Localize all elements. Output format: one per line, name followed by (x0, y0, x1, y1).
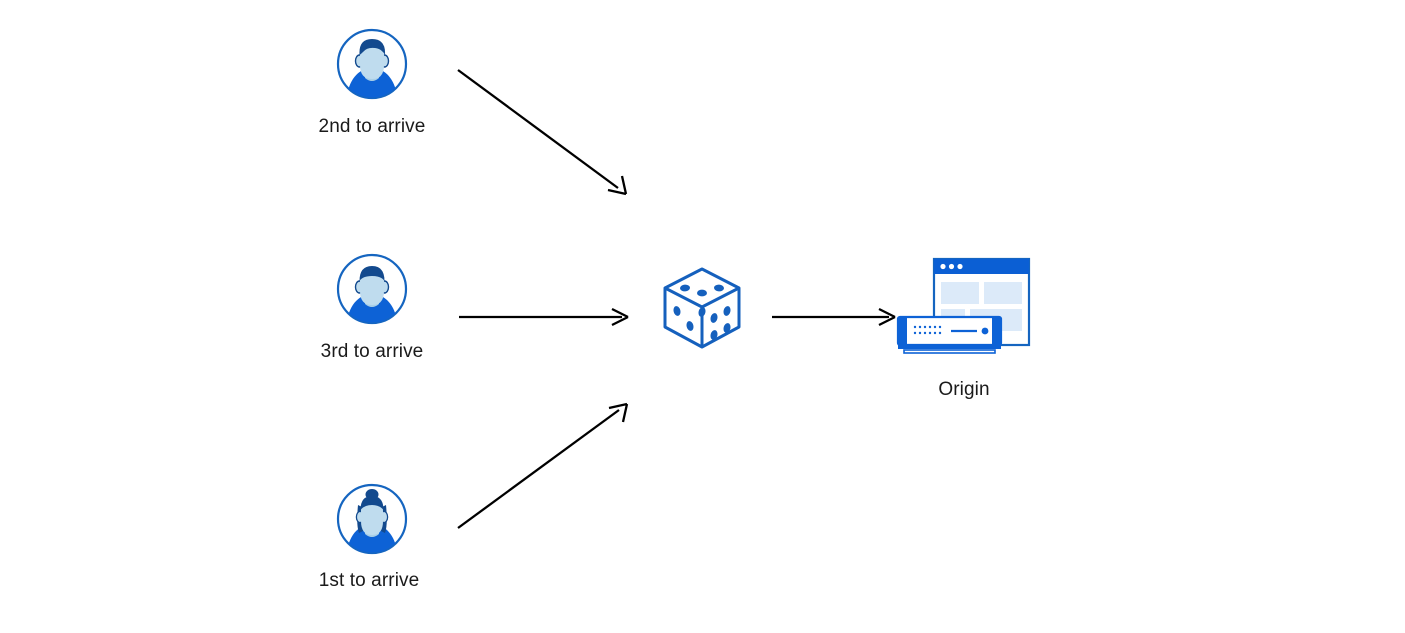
origin-server-icon (896, 257, 1031, 354)
client-node-3rd (336, 253, 408, 330)
user-avatar-icon (336, 483, 408, 555)
client-label-3rd: 3rd to arrive (320, 341, 424, 362)
client-node-2nd (336, 28, 408, 105)
server-appliance-icon (896, 315, 1003, 354)
origin-label: Origin (938, 379, 990, 400)
origin-node (893, 255, 1038, 370)
client-node-1st (336, 483, 408, 560)
randomizer-dice-node (661, 266, 743, 355)
arrow-dice-to-origin (772, 307, 896, 327)
arrow-3rd-to-dice (459, 307, 629, 327)
user-avatar-icon (336, 253, 408, 325)
arrow-1st-to-dice (457, 402, 629, 529)
client-label-2nd: 2nd to arrive (318, 116, 426, 137)
arrow-2nd-to-dice (457, 69, 628, 196)
user-avatar-icon (336, 28, 408, 100)
client-label-1st: 1st to arrive (318, 570, 420, 591)
dice-icon (663, 267, 741, 349)
